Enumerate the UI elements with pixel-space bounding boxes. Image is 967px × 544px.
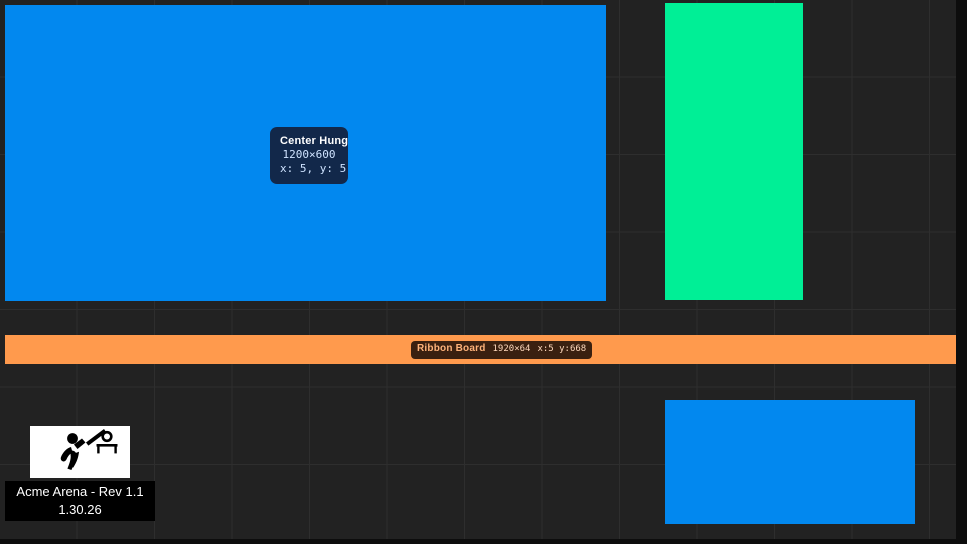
panel-center-hung[interactable]: Center Hung 1200×600 x: 5, y: 5 [5, 5, 606, 301]
panel-label-size: 1200×600 [282, 148, 336, 162]
panel-label-size: 1920×64 [492, 344, 531, 354]
caption-version-date: 1.30.26 [58, 502, 102, 517]
layout-canvas[interactable]: Center Hung 1200×600 x: 5, y: 5 Corner B… [0, 0, 956, 539]
panel-label-position: x:5 y:668 [537, 344, 587, 354]
caption-title: Acme Arena - Rev 1.1 [16, 483, 144, 499]
basketball-player-icon [60, 429, 118, 470]
panel-label-title: Ribbon Board [417, 343, 486, 354]
logo-container [30, 426, 130, 478]
layout-caption: Acme Arena - Rev 1.1 1.30.26 [5, 481, 155, 521]
panel-label-position: x: 5, y: 5 [280, 162, 347, 176]
panel-lobby[interactable]: Lobby 500×250 x: 1326, y: 801 [665, 400, 915, 524]
panel-label-ribbon-board: Ribbon Board 1920×64 x:5 y:668 [411, 341, 593, 359]
panel-label-center-hung: Center Hung 1200×600 x: 5, y: 5 [270, 127, 349, 185]
panel-label-title: Center Hung [280, 135, 349, 147]
panel-corner-board[interactable]: Corner Board 275×600 x: 1326, y: 5 [665, 3, 803, 300]
